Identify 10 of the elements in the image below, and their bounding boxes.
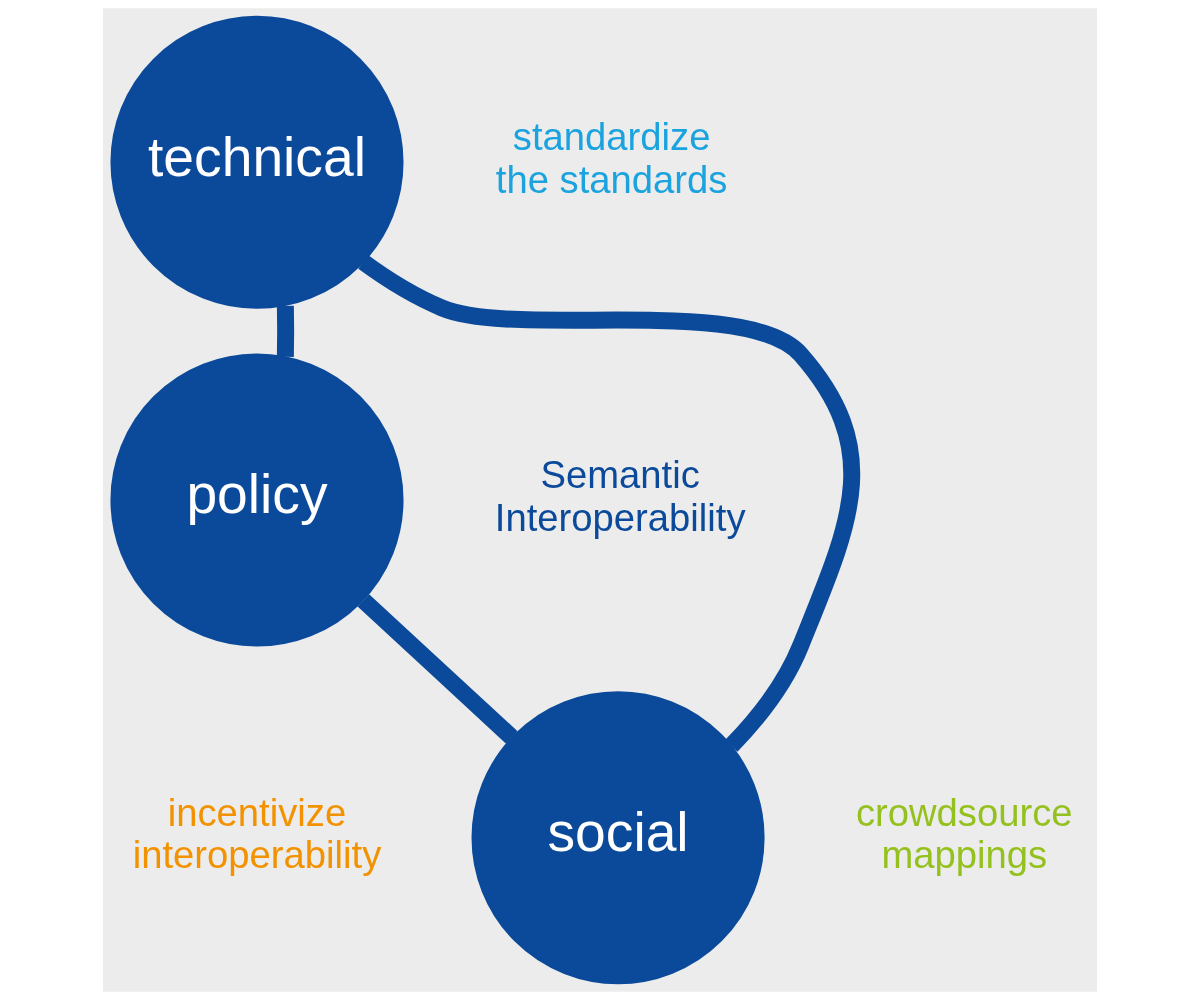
node-label: standardize the standards [495, 115, 728, 201]
label: Semantic Interoperability [494, 453, 746, 539]
connector [276, 305, 295, 357]
connector [358, 255, 860, 752]
node-label: crowdsource mappings [855, 790, 1073, 877]
node-circle: policy [110, 353, 404, 647]
node-circle: social [471, 691, 765, 985]
connector [357, 594, 518, 744]
node-label: incentivize interoperability [132, 790, 382, 877]
node-circle: technical [110, 15, 404, 309]
